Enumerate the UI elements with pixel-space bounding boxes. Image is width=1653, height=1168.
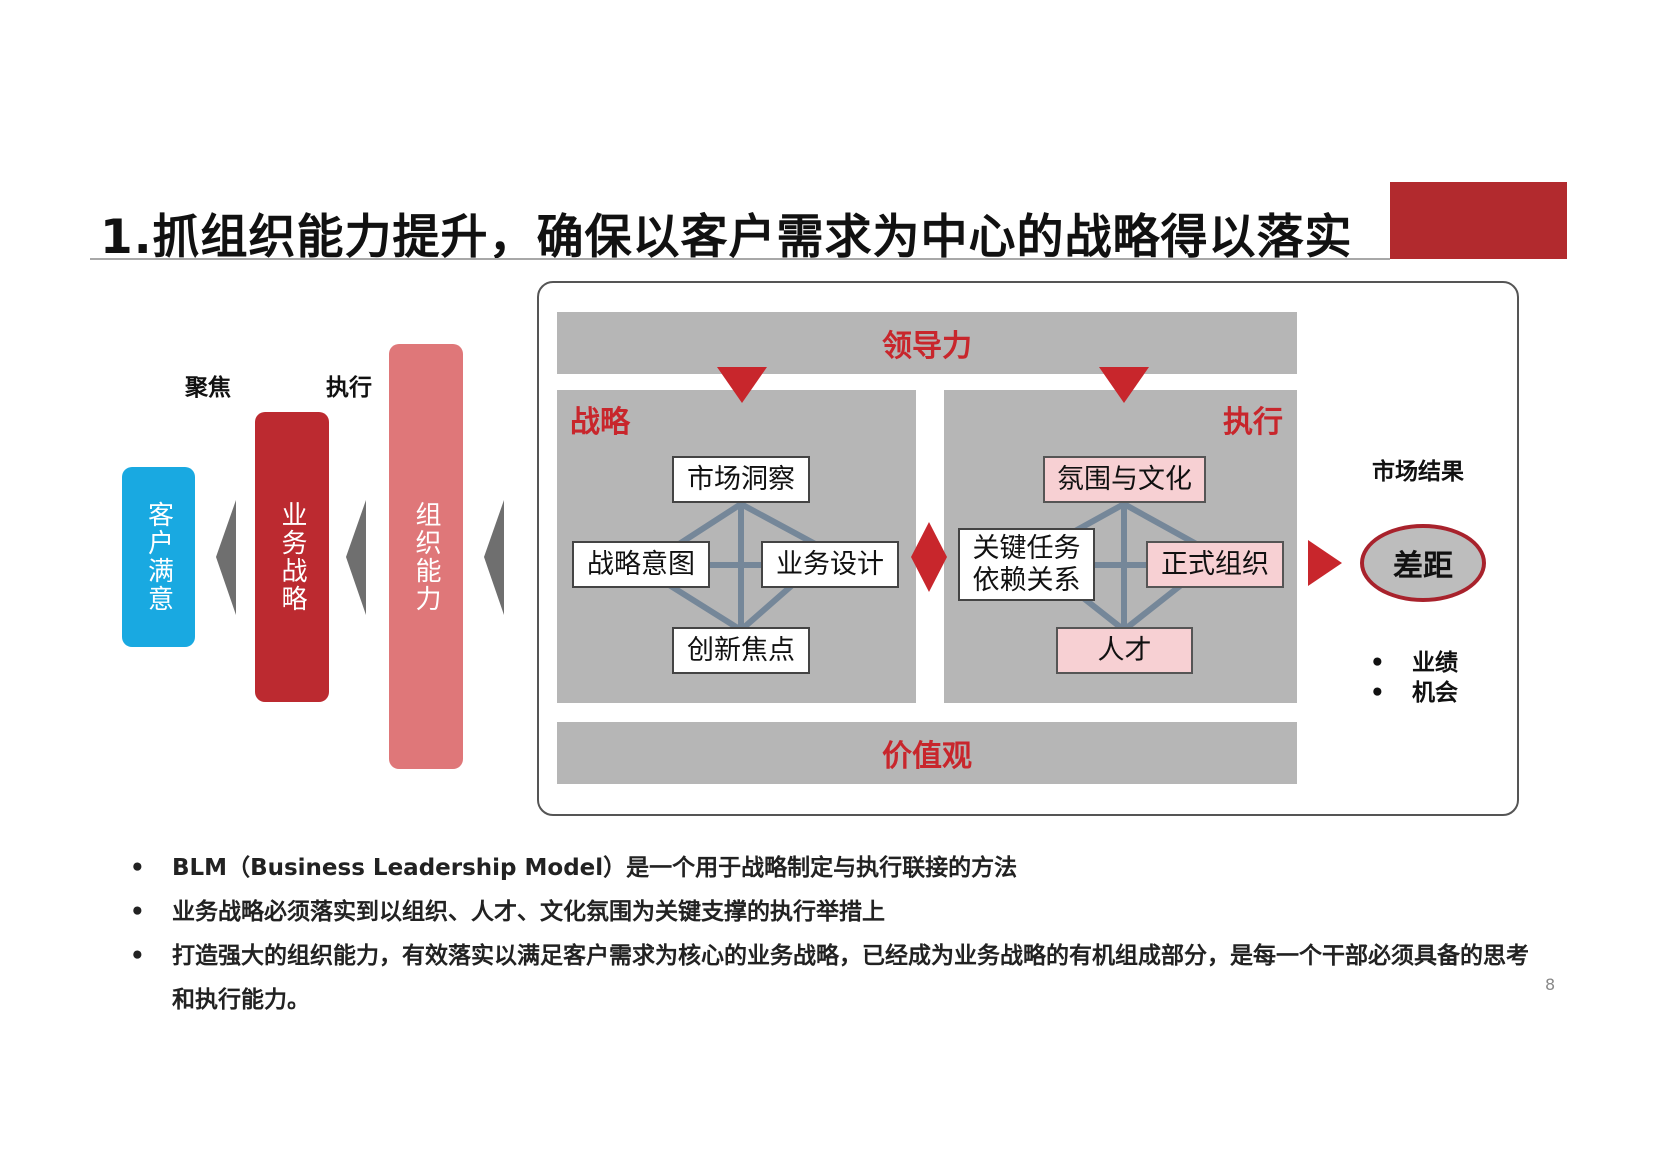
arrow-right-icon [1308, 540, 1342, 586]
key-tasks-line2: 依赖关系 [972, 564, 1081, 596]
org-capability-label: 组织能力 [411, 500, 441, 613]
business-strategy-label: 业务战略 [277, 501, 307, 613]
bullet-item: 业务战略必须落实到以组织、人才、文化氛围为关键支撑的执行举措上 [130, 890, 1530, 934]
chevron-left-icon [484, 500, 504, 615]
triangle-down-icon [717, 367, 767, 403]
gap-item-opportunity: 机会 [1370, 678, 1458, 708]
climate-culture-box: 氛围与文化 [1043, 456, 1206, 503]
bullet-list: BLM（Business Leadership Model）是一个用于战略制定与… [130, 846, 1530, 1022]
title-accent-block [1390, 182, 1567, 259]
market-result-label: 市场结果 [1372, 459, 1464, 485]
values-bar: 价值观 [557, 722, 1297, 784]
values-label: 价值观 [882, 739, 972, 774]
strategy-title: 战略 [570, 405, 630, 440]
formal-org-box: 正式组织 [1146, 541, 1284, 588]
business-design-box: 业务设计 [761, 541, 899, 588]
customer-satisfaction-pill: 客户满意 [122, 467, 195, 647]
business-strategy-pill: 业务战略 [255, 412, 329, 702]
gap-item-performance: 业绩 [1370, 648, 1458, 678]
triangle-down-icon [1099, 367, 1149, 403]
title-divider [90, 258, 1390, 260]
leadership-label: 领导力 [882, 329, 972, 364]
innovation-focus-box: 创新焦点 [672, 627, 810, 674]
gap-oval: 差距 [1360, 524, 1486, 602]
diamond-icon [911, 522, 947, 592]
page-number: 8 [1545, 975, 1556, 994]
leadership-bar: 领导力 [557, 312, 1297, 374]
org-capability-pill: 组织能力 [389, 344, 463, 769]
bullet-item: 打造强大的组织能力，有效落实以满足客户需求为核心的业务战略，已经成为业务战略的有… [130, 934, 1530, 1022]
talent-box: 人才 [1056, 627, 1193, 674]
customer-satisfaction-label: 客户满意 [143, 501, 174, 613]
market-insight-box: 市场洞察 [672, 456, 810, 503]
chevron-left-icon [346, 500, 366, 615]
focus-label: 聚焦 [185, 375, 231, 401]
gap-list: 业绩 机会 [1370, 648, 1458, 708]
chevron-left-icon [216, 500, 236, 615]
execute-label: 执行 [326, 375, 372, 401]
page-title: 1.抓组织能力提升，确保以客户需求为中心的战略得以落实 [100, 210, 1353, 265]
execution-title: 执行 [1223, 405, 1283, 440]
bullet-item: BLM（Business Leadership Model）是一个用于战略制定与… [130, 846, 1530, 890]
key-tasks-box: 关键任务 依赖关系 [958, 528, 1095, 601]
strategic-intent-box: 战略意图 [572, 541, 710, 588]
key-tasks-line1: 关键任务 [972, 532, 1081, 564]
